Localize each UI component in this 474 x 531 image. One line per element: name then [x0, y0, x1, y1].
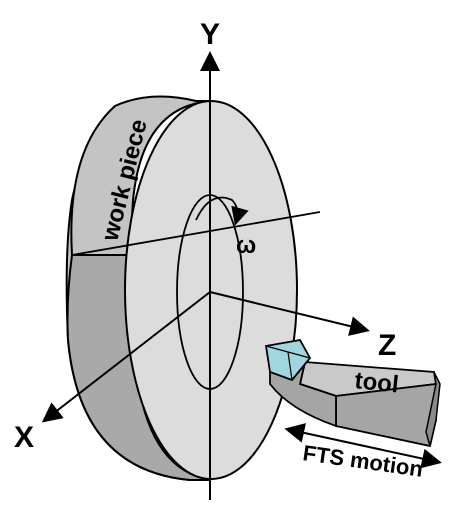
fts-motion-arrow	[284, 423, 442, 469]
x-axis-label: X	[14, 421, 34, 454]
rotation-arrow	[195, 196, 249, 226]
workpiece-rim-top	[70, 95, 212, 256]
tool-insert	[264, 339, 312, 382]
z-axis-label: Z	[378, 329, 396, 362]
z-axis-line	[209, 291, 370, 336]
y-axis-label: Y	[200, 18, 220, 51]
tool-label: tool	[353, 367, 400, 398]
omega-label: ω	[236, 232, 256, 259]
x-axis-line	[41, 291, 211, 423]
workpiece	[65, 95, 298, 481]
horizontal-axis-line	[71, 211, 321, 256]
axes	[41, 51, 370, 500]
